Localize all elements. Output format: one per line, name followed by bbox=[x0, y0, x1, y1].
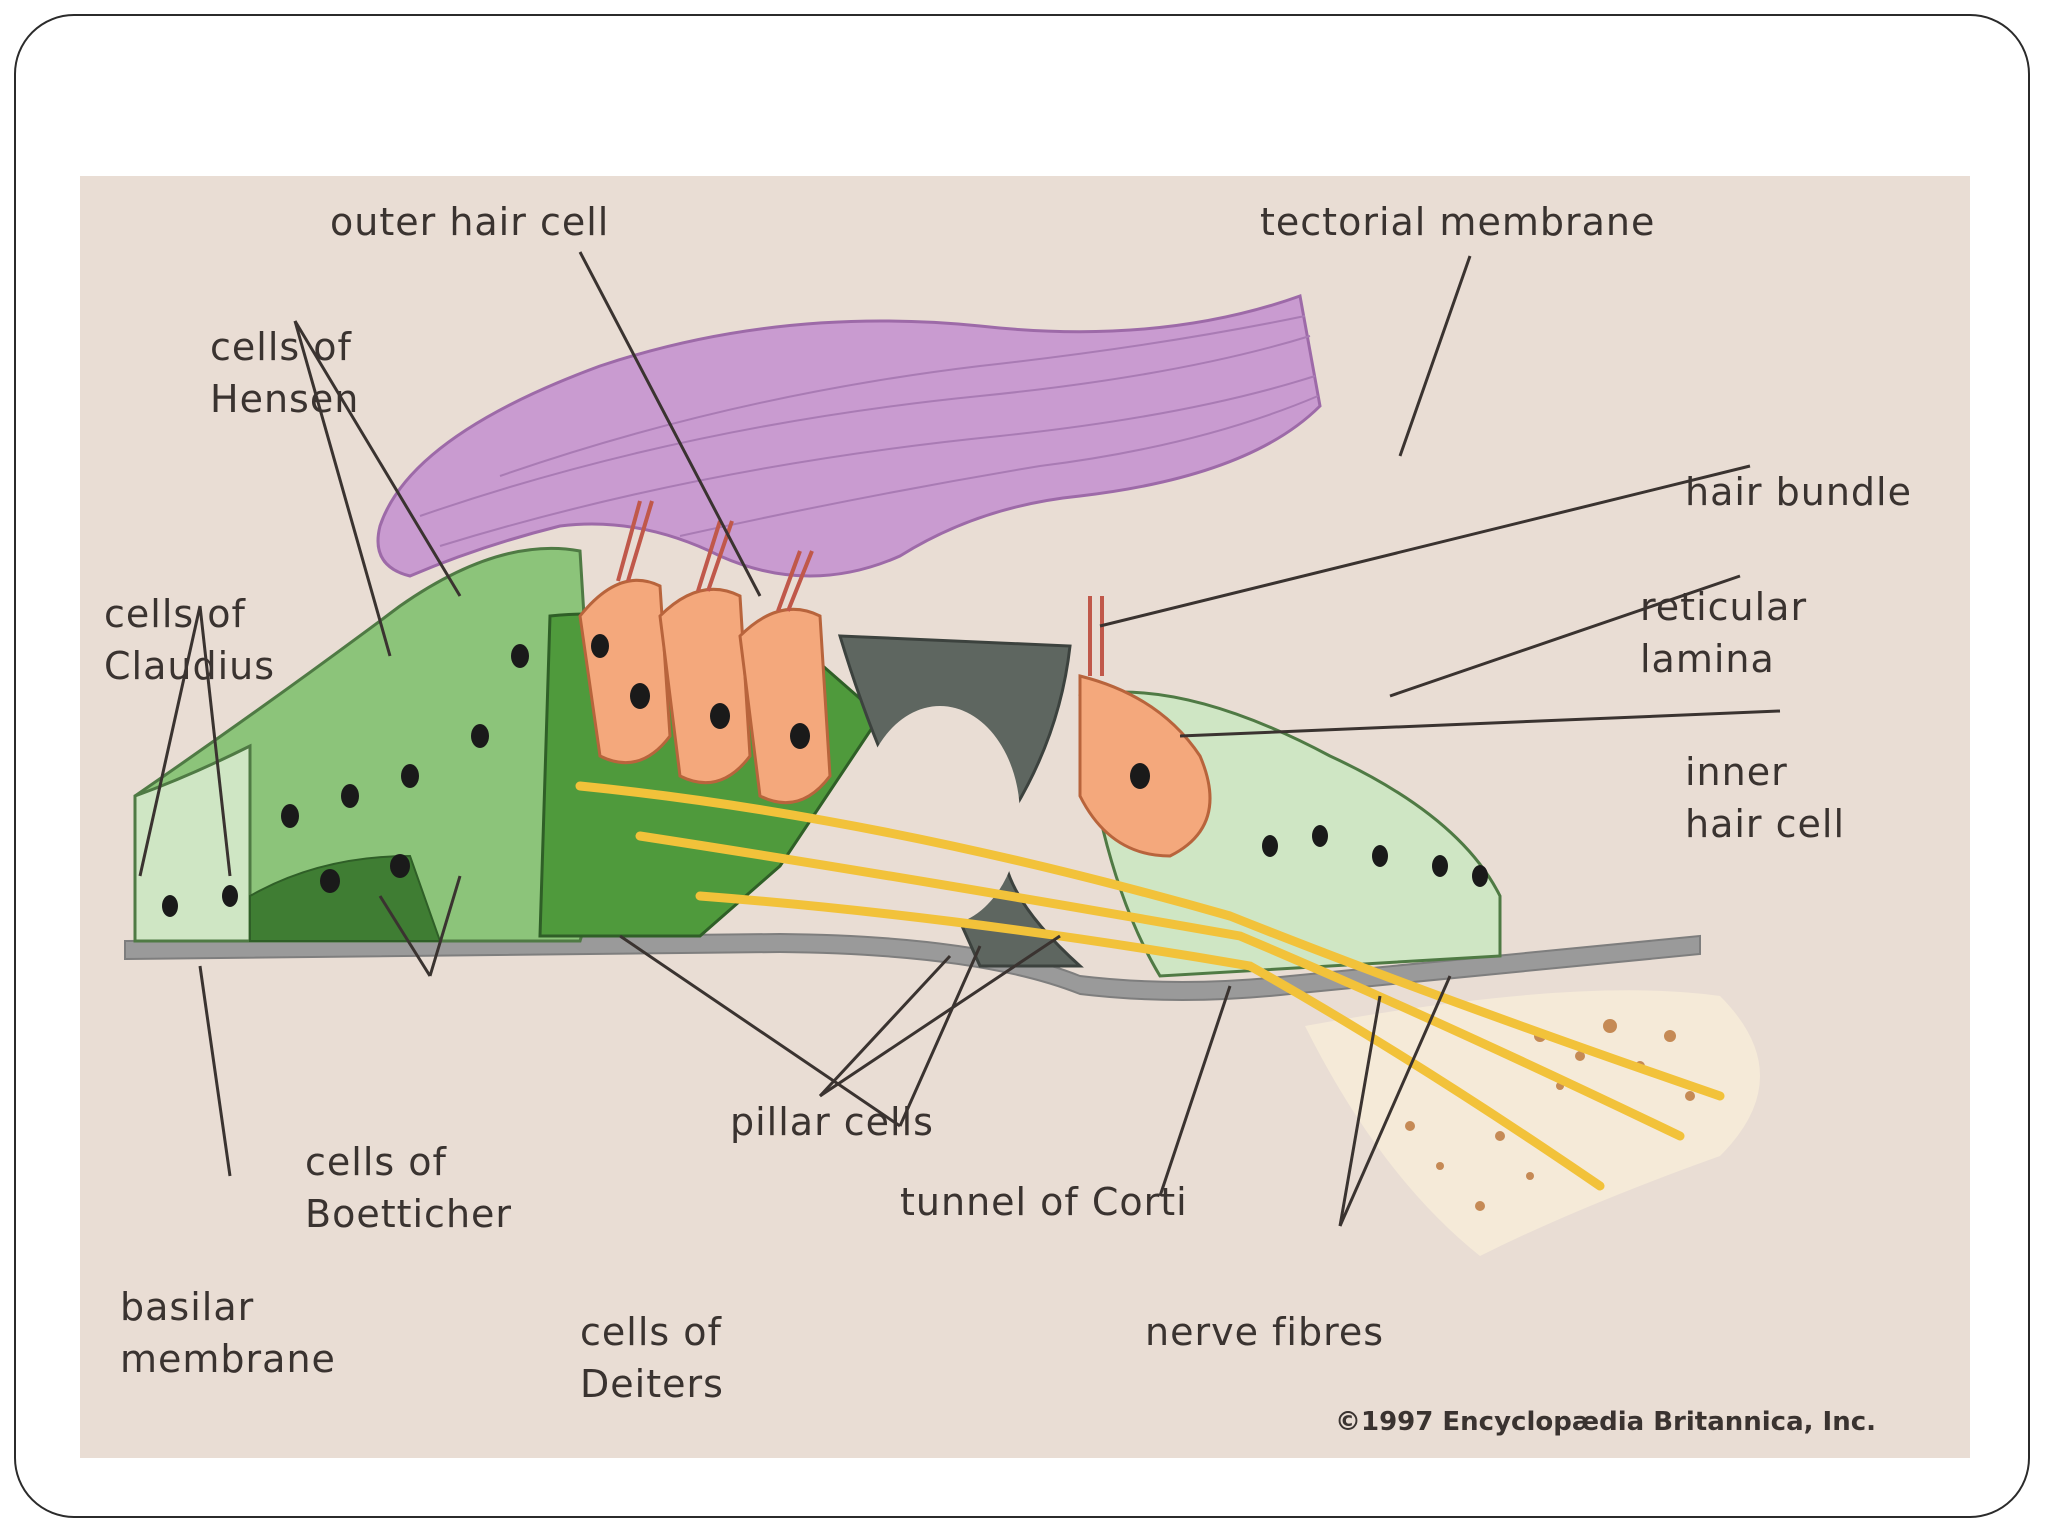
organ-of-corti-diagram: outer hair cell tectorial membrane cells… bbox=[80, 176, 1970, 1458]
label-tunnel-of-corti: tunnel of Corti bbox=[900, 1180, 1188, 1224]
label-pillar-cells: pillar cells bbox=[730, 1100, 934, 1144]
label-cells-of-boettcher: cells of Boetticher bbox=[305, 1140, 513, 1236]
diagram-artwork bbox=[124, 251, 1781, 1256]
label-cells-of-hensen: cells of Hensen bbox=[210, 325, 360, 421]
claudius-cells bbox=[133, 743, 252, 943]
cell-nuclei bbox=[162, 634, 1488, 917]
copyright-notice: ©1997 Encyclopædia Britannica, Inc. bbox=[1335, 1407, 1877, 1437]
tectorial-fibres bbox=[419, 315, 1319, 547]
leader-lines bbox=[138, 251, 1781, 1227]
boettcher-cells bbox=[249, 854, 442, 942]
label-cells-of-deiters: cells of Deiters bbox=[580, 1310, 724, 1406]
label-inner-hair-cell: inner hair cell bbox=[1685, 750, 1846, 846]
nerve-fibres bbox=[575, 781, 1725, 1191]
label-nerve-fibres: nerve fibres bbox=[1145, 1310, 1385, 1354]
label-cells-of-claudius: cells of Claudius bbox=[104, 592, 276, 688]
label-reticular-lamina: reticular lamina bbox=[1640, 585, 1808, 681]
inner-hair-bundle bbox=[1088, 596, 1104, 676]
outer-hair-cells bbox=[578, 578, 832, 805]
tectorial-membrane bbox=[376, 293, 1322, 578]
label-tectorial-membrane: tectorial membrane bbox=[1260, 200, 1656, 244]
label-basilar-membrane: basilar membrane bbox=[120, 1285, 336, 1381]
tunnel-of-corti bbox=[860, 706, 1020, 926]
label-hair-bundle: hair bundle bbox=[1685, 470, 1912, 514]
label-outer-hair-cell: outer hair cell bbox=[330, 200, 610, 244]
spiral-lamina bbox=[1305, 990, 1760, 1256]
